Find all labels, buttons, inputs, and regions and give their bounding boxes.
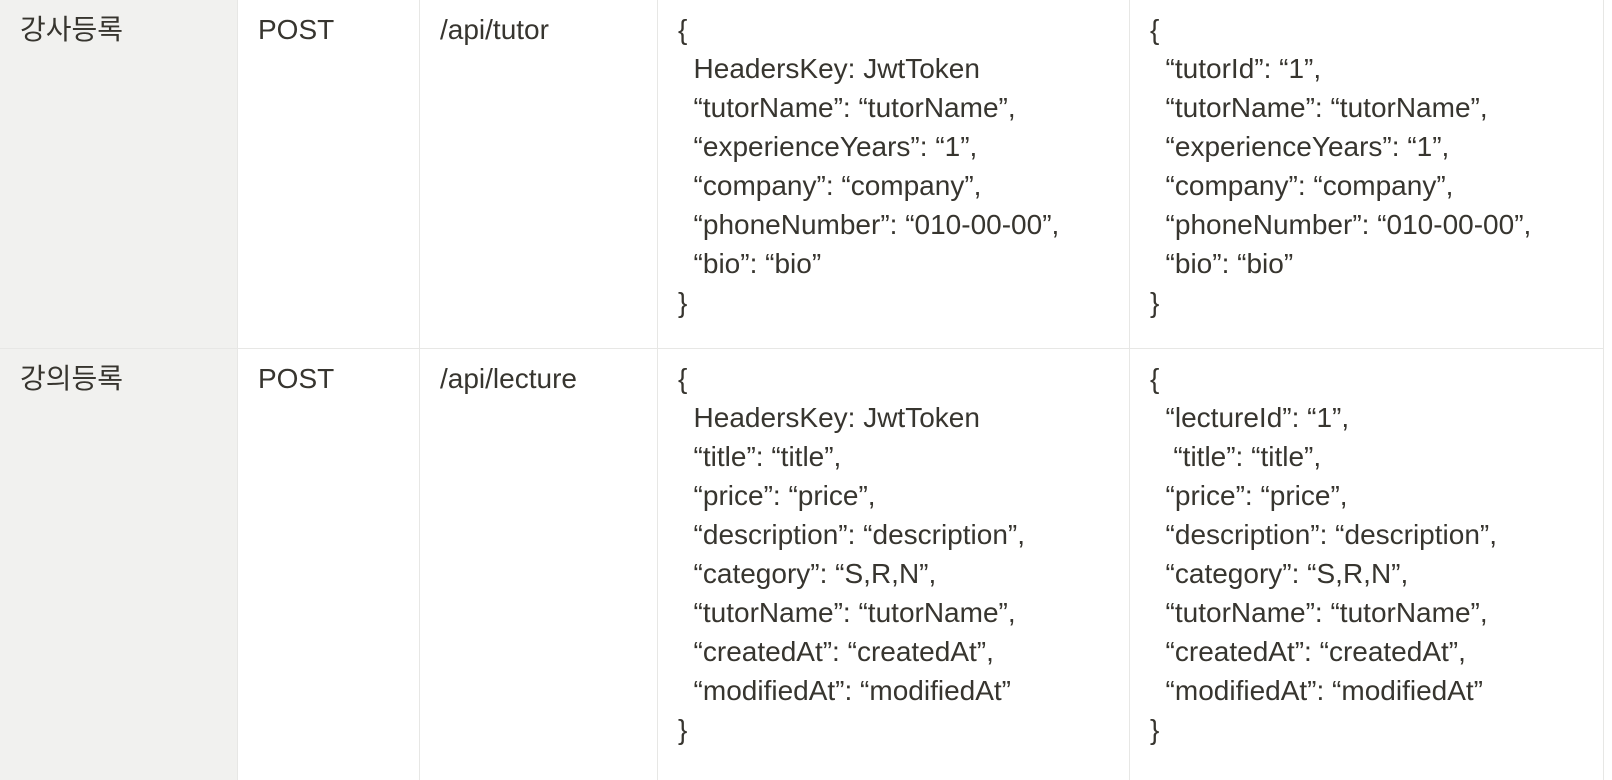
endpoint-path-cell[interactable]: /api/tutor xyxy=(420,0,658,349)
feature-name-cell[interactable]: 강의등록 xyxy=(0,349,238,780)
http-method-cell[interactable]: POST xyxy=(238,349,420,780)
endpoint-path-cell[interactable]: /api/lecture xyxy=(420,349,658,780)
request-body-cell[interactable]: { HeadersKey: JwtToken “tutorName”: “tut… xyxy=(658,0,1130,349)
request-body-cell[interactable]: { HeadersKey: JwtToken “title”: “title”,… xyxy=(658,349,1130,780)
feature-name-cell[interactable]: 강사등록 xyxy=(0,0,238,349)
response-body-cell[interactable]: { “tutorId”: “1”, “tutorName”: “tutorNam… xyxy=(1130,0,1604,349)
table-row: 강사등록 POST /api/tutor { HeadersKey: JwtTo… xyxy=(0,0,1604,349)
response-body-cell[interactable]: { “lectureId”: “1”, “title”: “title”, “p… xyxy=(1130,349,1604,780)
http-method-cell[interactable]: POST xyxy=(238,0,420,349)
table-row: 강의등록 POST /api/lecture { HeadersKey: Jwt… xyxy=(0,349,1604,780)
